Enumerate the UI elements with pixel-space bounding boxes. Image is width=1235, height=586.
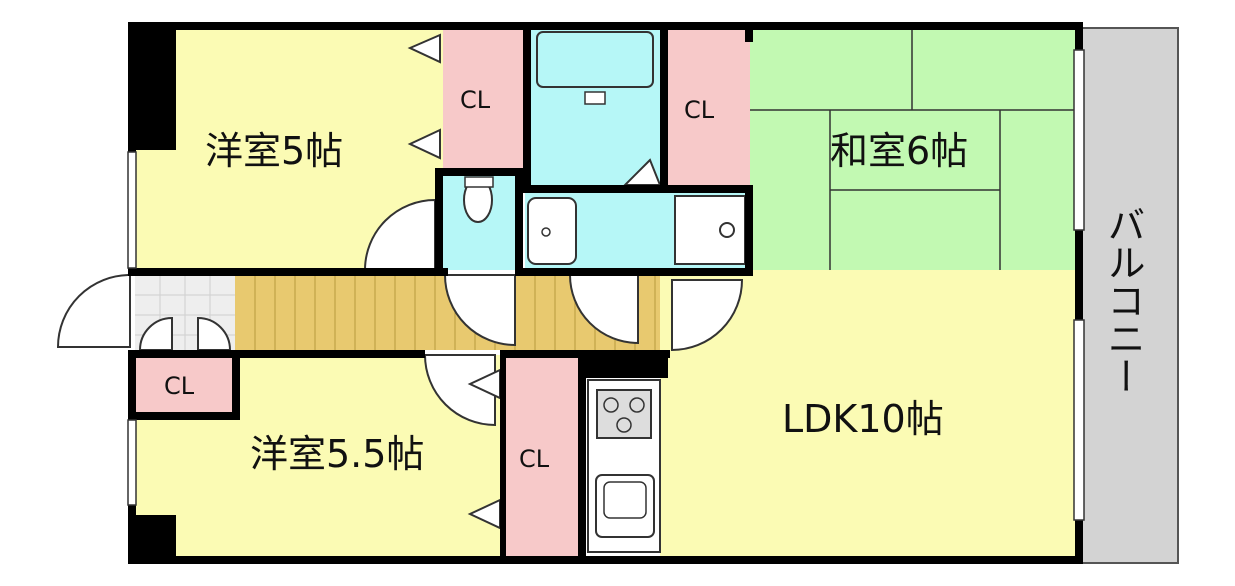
closet-4 <box>505 358 580 558</box>
japanese-room <box>750 28 1080 270</box>
room-label-japanese: 和室6帖 <box>830 129 969 173</box>
closet-2 <box>668 28 750 188</box>
closet-1 <box>443 28 523 168</box>
walls <box>128 22 1083 564</box>
closet-3 <box>135 358 235 413</box>
wash-basin <box>527 197 577 265</box>
tatami-lines <box>750 28 1080 270</box>
closet-label-4: CL <box>519 445 550 473</box>
balcony-area <box>1079 27 1179 564</box>
room-label-western-5-5: 洋室5.5帖 <box>250 432 425 476</box>
room-label-western-5: 洋室5帖 <box>205 129 344 173</box>
stove <box>596 389 652 439</box>
windows <box>127 49 1085 521</box>
door-swings <box>56 198 744 427</box>
bathtub <box>536 31 654 88</box>
closet-label-3: CL <box>164 372 195 400</box>
room-label-ldk: LDK10帖 <box>782 397 944 441</box>
balcony-label: バルコニー <box>1101 205 1145 395</box>
closet-label-1: CL <box>460 86 491 114</box>
closet-label-2: CL <box>684 96 715 124</box>
